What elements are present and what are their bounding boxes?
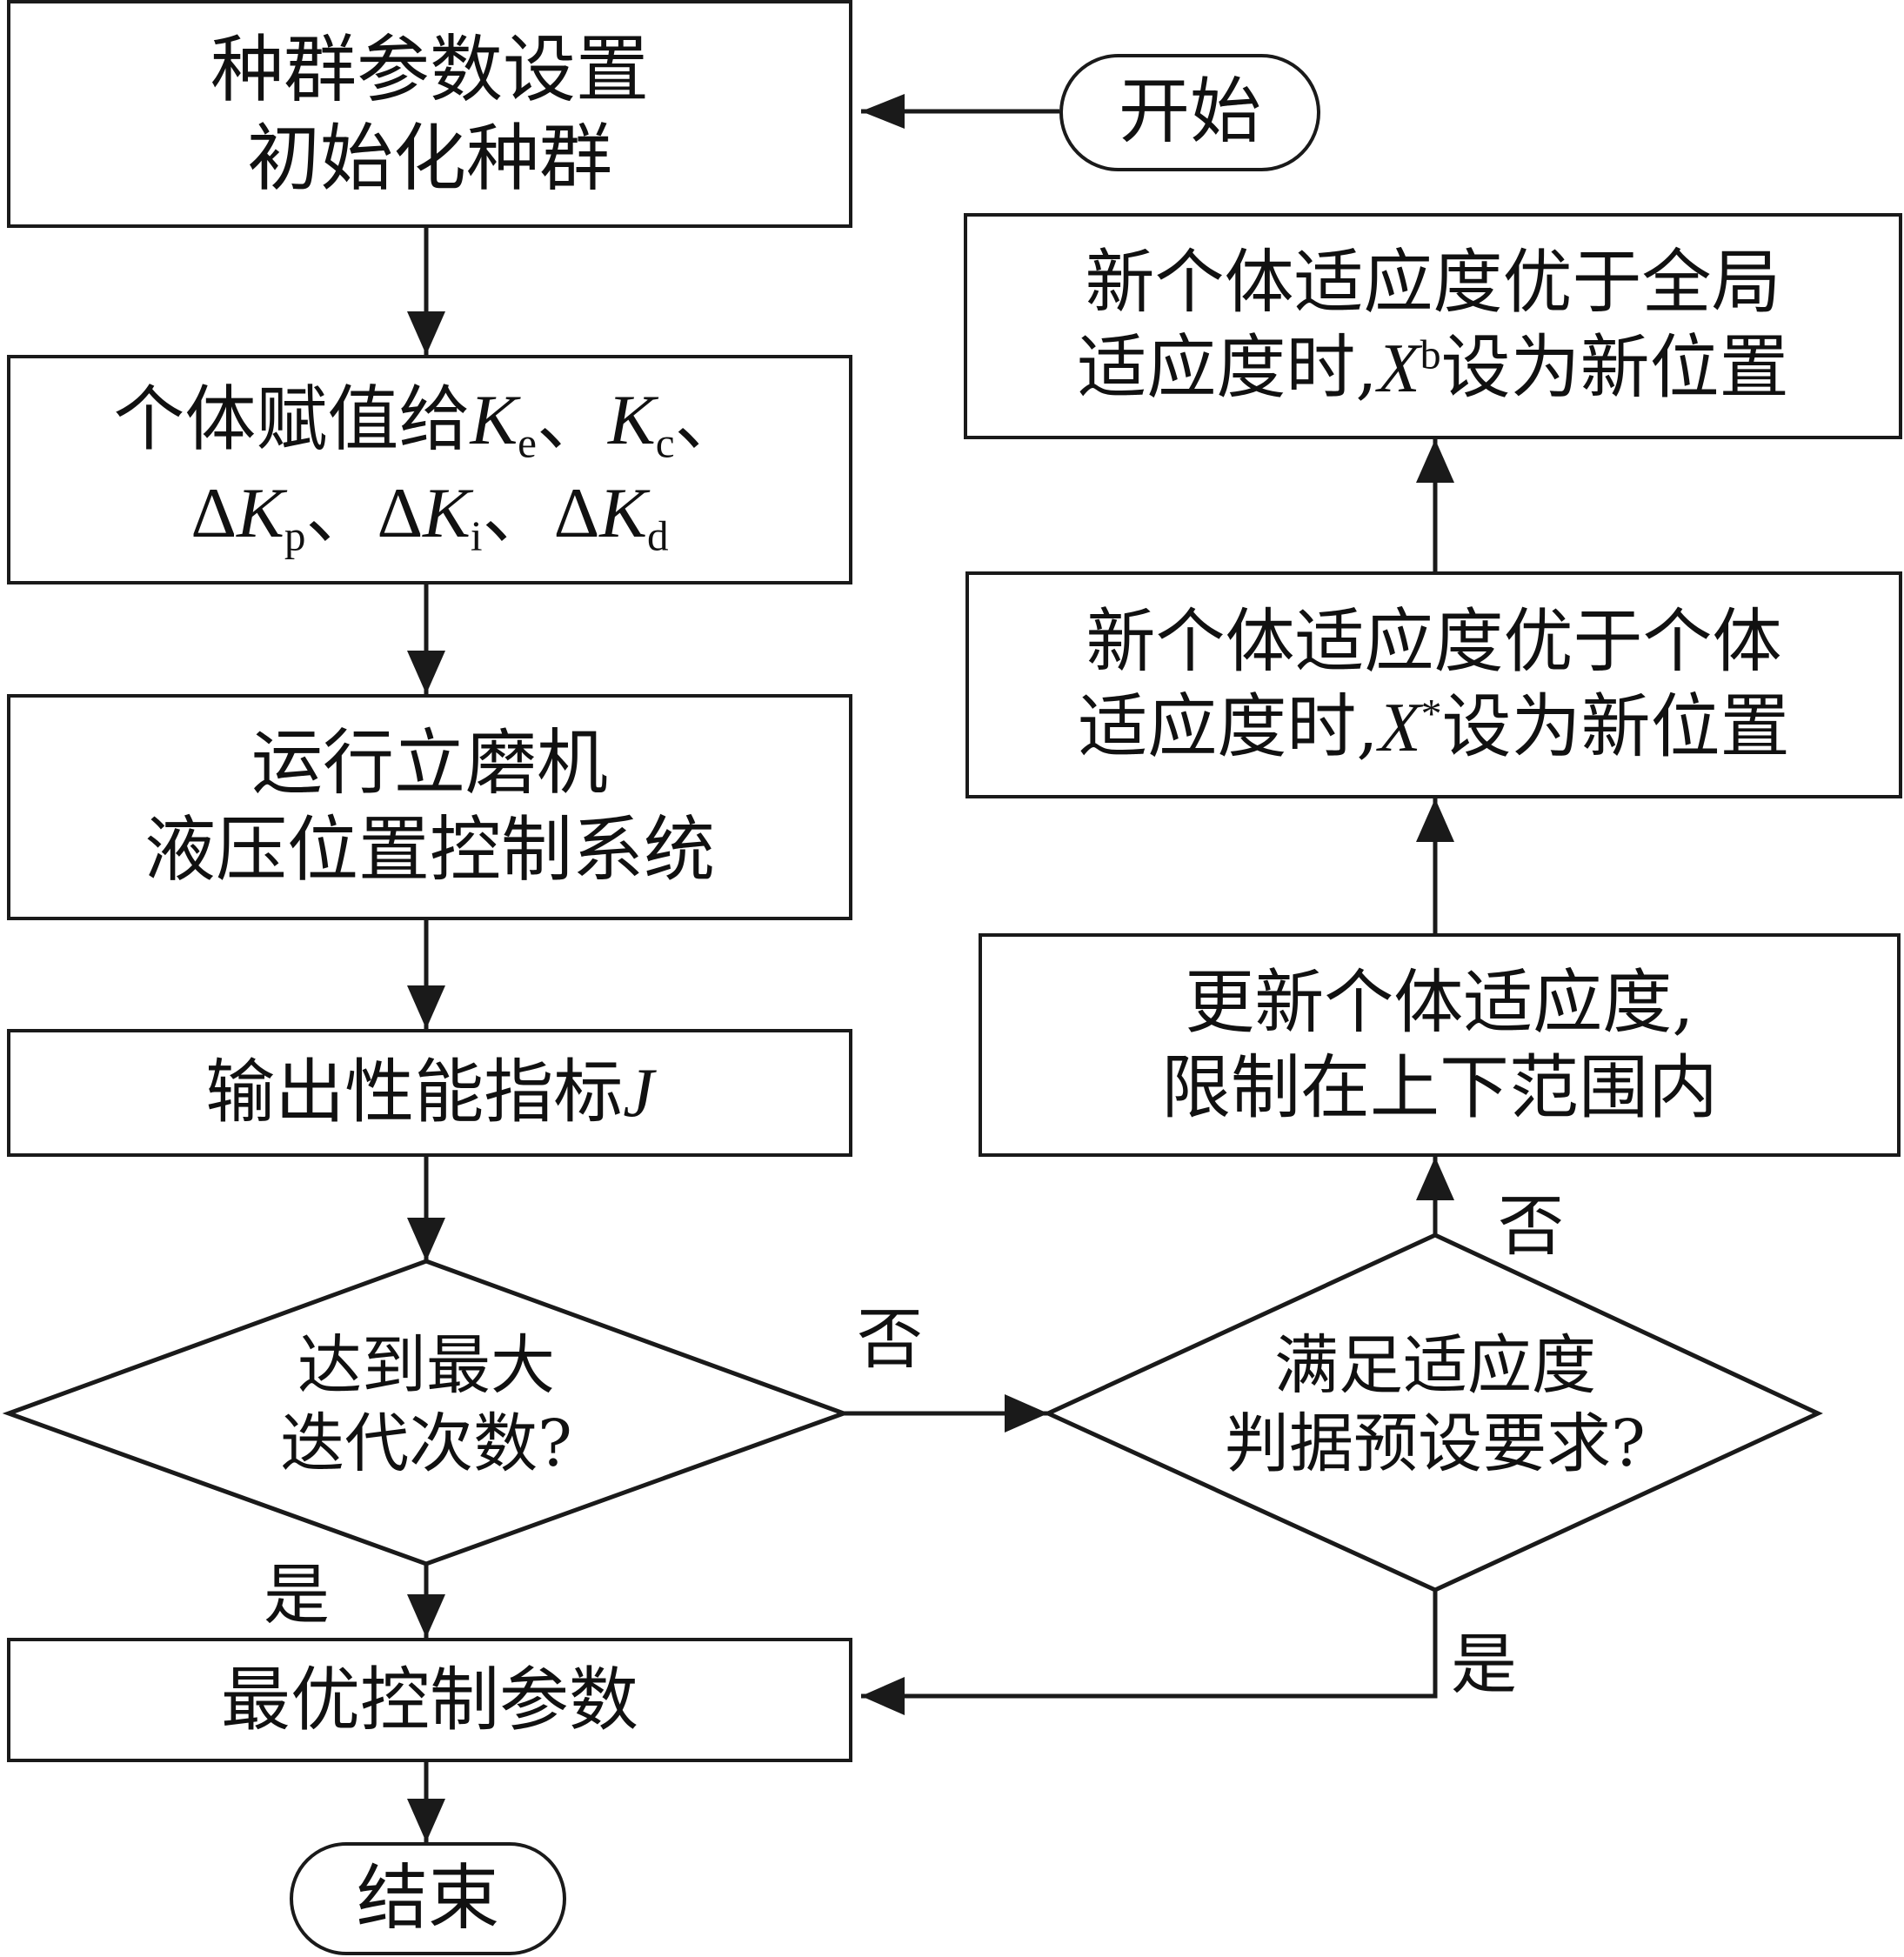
output-index-box: 输出性能指标J (7, 1029, 852, 1157)
run-line1: 运行立磨机 (251, 721, 608, 805)
param-ke: Ke (470, 380, 537, 467)
assign-prefix: 个体赋值给 (113, 378, 471, 462)
update-line2: 限制在上下范围内 (1161, 1046, 1718, 1128)
init-line1: 种群参数设置 (210, 26, 649, 112)
init-line2: 初始化种群 (246, 116, 612, 201)
param-delta-kd: ΔKd (553, 473, 669, 560)
update-line1: 更新个体适应度, (1185, 961, 1694, 1043)
personal-best-box: 新个体适应度优于个体 适应度时,X*设为新位置 (965, 571, 1902, 798)
arrowhead-run (407, 651, 445, 694)
run-line2: 液压位置控制系统 (144, 809, 715, 892)
arrowhead-output (407, 985, 445, 1029)
decision-iteration-text: 达到最大 迭代次数? (209, 1326, 644, 1484)
personal-line2: 适应度时,X*设为新位置 (1078, 685, 1790, 767)
arrowhead-personal (1416, 798, 1454, 842)
arrowhead-update (1416, 1157, 1454, 1200)
arrowhead-global (1416, 439, 1454, 483)
optimal-parameters-box: 最优控制参数 (7, 1638, 852, 1762)
edge-label-fit-no: 否 (1498, 1187, 1564, 1265)
start-terminal: 开始 (1059, 54, 1320, 171)
init-population-box: 种群参数设置 初始化种群 (7, 0, 852, 228)
arrowhead-fit-yes (861, 1677, 905, 1715)
arrowhead-decision (407, 1218, 445, 1261)
arrowhead-assign (407, 311, 445, 355)
param-delta-kp: ΔKp (190, 473, 306, 560)
param-delta-ki: ΔKi (377, 473, 483, 560)
personal-var-x: X (1378, 689, 1421, 766)
decision-fit-line2: 判据预设要求? (1225, 1406, 1646, 1482)
global-var-x: X (1377, 331, 1420, 407)
update-fitness-box: 更新个体适应度, 限制在上下范围内 (979, 933, 1901, 1157)
edge-label-fit-yes: 是 (1451, 1626, 1517, 1703)
arrowhead-init (861, 94, 905, 129)
start-label: 开始 (1118, 70, 1261, 154)
output-text: 输出性能指标 (205, 1051, 624, 1132)
assign-line1: 个体赋值给Ke、Kc、 (113, 378, 746, 467)
run-system-box: 运行立磨机 液压位置控制系统 (7, 694, 852, 920)
decision-iter-line2: 迭代次数? (280, 1406, 572, 1482)
output-var-j: J (623, 1054, 654, 1132)
global-line1: 新个体适应度优于全局 (1085, 242, 1781, 324)
assign-parameters-box: 个体赋值给Ke、Kc、 ΔKp、ΔKi、ΔKd (7, 355, 852, 584)
param-kc: Kc (608, 380, 675, 467)
decision-fitness-text: 满足适应度 判据预设要求? (1174, 1326, 1696, 1484)
output-line: 输出性能指标J (205, 1050, 654, 1137)
arrowhead-optimal (407, 1594, 445, 1638)
arrowhead-end (407, 1799, 445, 1842)
arrow-fit-yes-to-optimal (861, 1590, 1438, 1699)
optimal-label: 最优控制参数 (221, 1659, 638, 1740)
global-best-box: 新个体适应度优于全局 适应度时,Xb设为新位置 (964, 213, 1902, 439)
personal-line1: 新个体适应度优于个体 (1086, 600, 1782, 682)
global-line2: 适应度时,Xb设为新位置 (1077, 327, 1789, 408)
arrowhead-fitness (1005, 1394, 1048, 1433)
end-label: 结束 (356, 1856, 499, 1940)
edge-label-iter-yes: 是 (264, 1556, 330, 1633)
decision-fit-line1: 满足适应度 (1274, 1328, 1596, 1403)
edge-label-iter-no: 否 (857, 1300, 923, 1378)
assign-line2: ΔKp、ΔKi、ΔKd (190, 471, 669, 560)
decision-iter-line1: 达到最大 (297, 1328, 555, 1403)
end-terminal: 结束 (290, 1842, 566, 1955)
